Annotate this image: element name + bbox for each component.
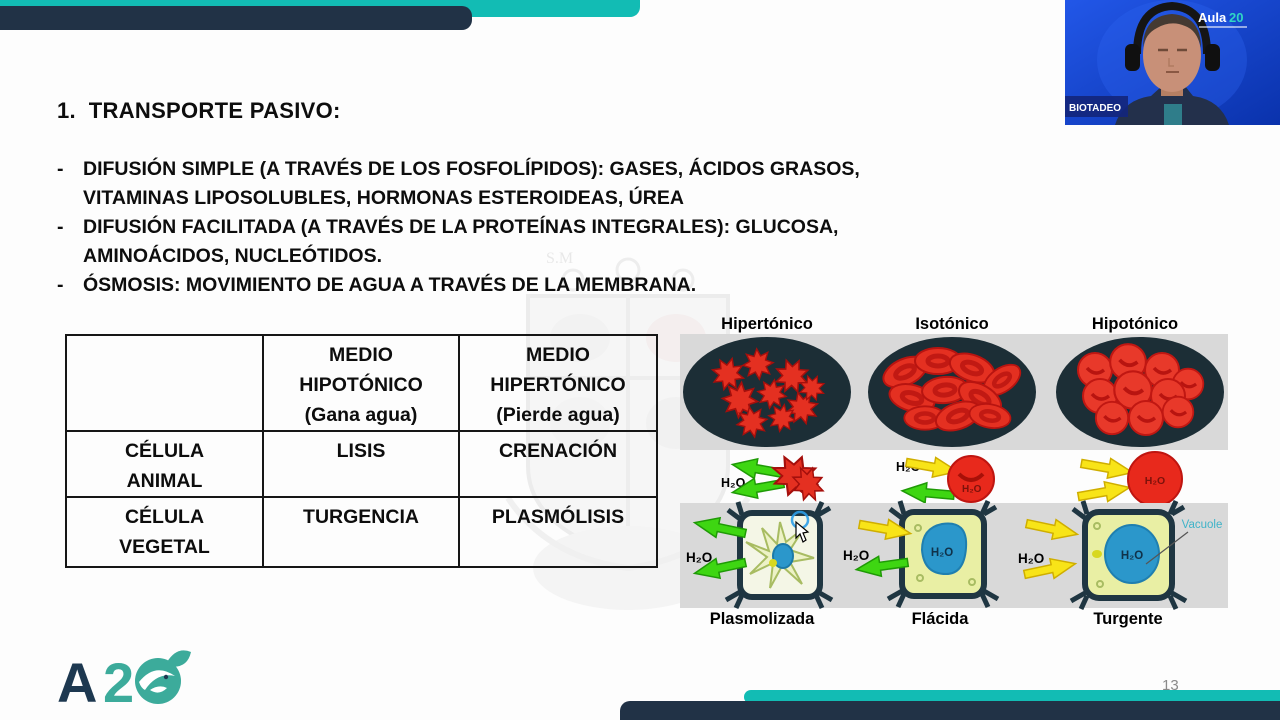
rbc-water-flow-row: H₂O H₂O H₂O H₂O bbox=[721, 448, 1183, 508]
aula20-logo: Aula 20 bbox=[1198, 10, 1247, 28]
aula20-logo-number: 20 bbox=[1229, 10, 1243, 25]
water-out-arrow-icon bbox=[900, 480, 956, 506]
h2o-label: H₂O bbox=[686, 550, 712, 565]
participant-name: BIOTADEO bbox=[1069, 103, 1121, 114]
bullet-dash: - bbox=[57, 158, 64, 180]
a20-logo-a: A bbox=[57, 651, 97, 712]
h2o-label: H₂O bbox=[931, 547, 953, 559]
label-turgid: Turgente bbox=[1093, 610, 1162, 628]
vacuole-shape bbox=[772, 543, 794, 569]
cell-crenacion: CRENACIÓN bbox=[458, 430, 658, 498]
bullet-text: DIFUSIÓN FACILITADA (A TRAVÉS DE LA PROT… bbox=[83, 216, 839, 267]
label-flaccid: Flácida bbox=[912, 610, 970, 628]
a20-logo-bird-icon bbox=[135, 650, 191, 704]
bullet-item: - DIFUSIÓN FACILITADA (A TRAVÉS DE LA PR… bbox=[57, 213, 1157, 271]
bullet-text: DIFUSIÓN SIMPLE (A TRAVÉS DE LOS FOSFOLÍ… bbox=[83, 158, 860, 209]
h2o-label: H₂O bbox=[1145, 475, 1165, 487]
bottom-navy-bar bbox=[620, 701, 1280, 720]
row-label-vegetal: CÉLULA VEGETAL bbox=[65, 496, 264, 568]
row-label-animal: CÉLULA ANIMAL bbox=[65, 430, 264, 498]
bullet-dash: - bbox=[57, 274, 64, 296]
speaker-person bbox=[1115, 1, 1229, 125]
mouse-cursor-icon bbox=[790, 510, 810, 543]
h2o-label: H₂O bbox=[962, 484, 982, 495]
participant-name-badge: BIOTADEO bbox=[1065, 96, 1128, 117]
cell-plasmolisis: PLASMÓLISIS bbox=[458, 496, 658, 568]
table-row: CÉLULA VEGETAL TURGENCIA PLASMÓLISIS bbox=[65, 496, 658, 568]
shriveled-red-cell bbox=[765, 448, 831, 508]
table-corner-cell bbox=[65, 334, 264, 432]
a20-logo: A 2 bbox=[55, 648, 205, 717]
headphones-icon bbox=[1133, 1, 1211, 55]
osmosis-table: MEDIO HIPOTÓNICO (Gana agua) MEDIO HIPER… bbox=[65, 334, 658, 568]
label-hypertonic: Hipertónico bbox=[721, 316, 813, 333]
bullet-item: - DIFUSIÓN SIMPLE (A TRAVÉS DE LOS FOSFO… bbox=[57, 155, 1157, 213]
page-number: 13 bbox=[1162, 677, 1179, 694]
h2o-label: H₂O bbox=[1018, 551, 1044, 566]
table-header-hypotonic: MEDIO HIPOTÓNICO (Gana agua) bbox=[262, 334, 460, 432]
plant-cell-turgid: H₂O H₂O Vacuole bbox=[1018, 499, 1223, 611]
table-header-row: MEDIO HIPOTÓNICO (Gana agua) MEDIO HIPER… bbox=[65, 334, 658, 432]
webcam-video-tile[interactable]: Aula 20 BIOTADEO bbox=[1065, 0, 1280, 125]
rbc-isotonic-dish bbox=[868, 337, 1036, 447]
plant-cell-flaccid: H₂O H₂O bbox=[843, 499, 1000, 609]
bottom-teal-bar bbox=[744, 690, 1280, 704]
rbc-hypotonic-dish bbox=[1056, 337, 1224, 447]
vacuole-callout-label: Vacuole bbox=[1182, 519, 1223, 531]
cell-lisis: LISIS bbox=[262, 430, 460, 498]
h2o-label: H₂O bbox=[721, 476, 746, 490]
h2o-label: H₂O bbox=[1121, 550, 1143, 562]
h2o-label: H₂O bbox=[843, 548, 869, 563]
bullet-text: ÓSMOSIS: MOVIMIENTO DE AGUA A TRAVÉS DE … bbox=[83, 274, 697, 296]
aula20-logo-text: Aula bbox=[1198, 10, 1227, 25]
vacuole-shape bbox=[920, 522, 968, 576]
bullet-list: - DIFUSIÓN SIMPLE (A TRAVÉS DE LOS FOSFO… bbox=[57, 155, 1157, 300]
label-plasmolysed: Plasmolizada bbox=[710, 610, 815, 628]
label-isotonic: Isotónico bbox=[915, 316, 988, 333]
table-header-hypertonic: MEDIO HIPERTÓNICO (Pierde agua) bbox=[458, 334, 658, 432]
water-in-arrow-icon bbox=[1078, 452, 1136, 484]
rbc-hypertonic-dish bbox=[683, 337, 851, 447]
plant-cell-plasmolysed: H₂O bbox=[686, 500, 834, 610]
bullet-item: - ÓSMOSIS: MOVIMIENTO DE AGUA A TRAVÉS D… bbox=[57, 271, 1157, 300]
bullet-dash: - bbox=[57, 216, 64, 238]
label-hypotonic: Hipotónico bbox=[1092, 316, 1178, 333]
tonicity-illustration: Hipertónico Isotónico Hipotónico bbox=[680, 315, 1228, 633]
top-navy-bar bbox=[0, 6, 472, 30]
cell-turgencia: TURGENCIA bbox=[262, 496, 460, 568]
table-row: CÉLULA ANIMAL LISIS CRENACIÓN bbox=[65, 430, 658, 498]
slide-title: 1. TRANSPORTE PASIVO: bbox=[57, 98, 341, 123]
a20-logo-2: 2 bbox=[103, 651, 134, 712]
